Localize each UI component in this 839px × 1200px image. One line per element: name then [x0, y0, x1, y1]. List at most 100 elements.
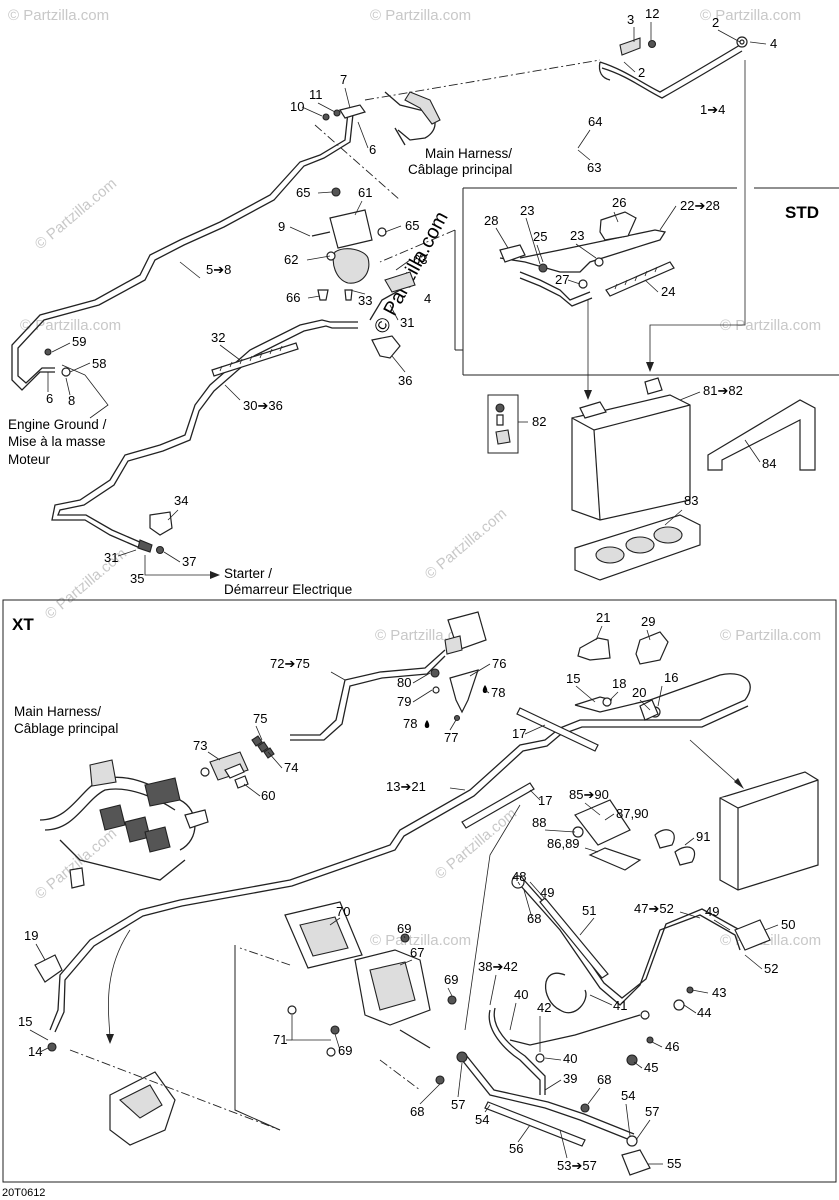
callout: 63 — [587, 160, 601, 175]
arrow-xt-battery — [689, 739, 741, 786]
callout: 11 — [309, 87, 323, 102]
xt-cable-72-75 — [290, 611, 487, 741]
watermark-tile: © Partzilla.com — [422, 505, 510, 583]
callout: 54 — [475, 1112, 489, 1127]
boot-21 — [577, 637, 611, 661]
watermark-tile: © Partzilla.com — [370, 7, 471, 24]
washer-46 — [646, 1036, 654, 1044]
callout: 49 — [540, 885, 554, 900]
callout: 39 — [563, 1071, 577, 1086]
callout: 28 — [484, 213, 498, 228]
watermark-tile: © Partzilla.com — [32, 175, 120, 253]
relay-frame-top — [379, 229, 456, 263]
relay-61 — [311, 187, 387, 301]
callout: 14 — [28, 1044, 42, 1059]
callout: 66 — [286, 290, 300, 305]
screw-69b — [447, 995, 457, 1005]
callout: 68 — [527, 911, 541, 926]
callout: 42 — [537, 1000, 551, 1015]
boot-26 — [599, 211, 637, 241]
note-starter-2: Démarreur Electrique — [224, 582, 352, 597]
callout: 30➔36 — [243, 398, 283, 413]
callout: 61 — [358, 185, 372, 200]
callout: 60 — [261, 788, 275, 803]
grommet-71a — [287, 1005, 297, 1015]
callout: 68 — [597, 1072, 611, 1087]
callout: 78 — [403, 716, 417, 731]
callout: 82 — [532, 414, 546, 429]
callout: 13➔21 — [386, 779, 426, 794]
callout: 32 — [211, 330, 225, 345]
callout: 4 — [424, 291, 431, 306]
bracket-76 — [449, 669, 479, 714]
callout: 76 — [492, 656, 506, 671]
boot-34 — [149, 511, 173, 536]
callout: 15 — [18, 1014, 32, 1029]
screw-69c — [330, 1025, 340, 1035]
callout: 78 — [491, 685, 505, 700]
callout: 54 — [621, 1088, 635, 1103]
callout: 71 — [273, 1032, 287, 1047]
watermark-tile: © Partzilla.com — [20, 317, 121, 334]
callout: 69 — [338, 1043, 352, 1058]
callout: 91 — [696, 829, 710, 844]
cable-1-4 — [598, 36, 748, 99]
note-starter-1: Starter / — [224, 566, 272, 581]
callout: 36 — [398, 373, 412, 388]
callout: 34 — [174, 493, 188, 508]
sleeve-56 — [484, 1101, 586, 1147]
callout: 27 — [555, 272, 569, 287]
note-main-harness-xt-1: Main Harness/ — [14, 704, 101, 719]
callout: 12 — [645, 6, 659, 21]
callout: 18 — [612, 676, 626, 691]
callout: 46 — [665, 1039, 679, 1054]
callout: 23 — [570, 228, 584, 243]
watermark-tile: © Partzilla.com — [720, 627, 821, 644]
hardware-85-91 — [572, 799, 696, 871]
sleeve-17b — [461, 782, 535, 829]
sleeve-51 — [539, 897, 609, 979]
callout: 67 — [410, 945, 424, 960]
callout: 6 — [369, 142, 376, 157]
watermark-tile: © Partzilla.com — [32, 825, 120, 903]
callout-layer: 3 12 2 4 2 1➔4 7 11 10 6 64 63 65 61 65 … — [18, 6, 795, 1173]
callout: 35 — [130, 571, 144, 586]
sleeve-24 — [605, 261, 675, 297]
cable-47-52 — [511, 875, 771, 1006]
callout: 16 — [664, 670, 678, 685]
callout: 6 — [46, 391, 53, 406]
arrow-engine-ground — [84, 374, 109, 419]
callout: 31 — [400, 315, 414, 330]
leader-lines — [29, 22, 779, 1165]
callout: 43 — [712, 985, 726, 1000]
callout: 23 — [520, 203, 534, 218]
callout: 4 — [770, 36, 777, 51]
battery-81-82 — [571, 377, 691, 521]
watermark-tile: © Partzilla.com — [8, 7, 109, 24]
nut-68b — [580, 1103, 590, 1113]
callout: 17 — [512, 726, 526, 741]
callout: 52 — [764, 961, 778, 976]
callout: 47➔52 — [634, 901, 674, 916]
callout: 22➔28 — [680, 198, 720, 213]
note-main-harness-top-1: Main Harness/ — [425, 146, 512, 161]
callout: 57 — [645, 1104, 659, 1119]
figure-code: 20T0612 — [2, 1187, 45, 1199]
callout: 40 — [514, 987, 528, 1002]
callout: 45 — [644, 1060, 658, 1075]
watermark-layer: © Partzilla.com © Partzilla.com © Partzi… — [8, 7, 821, 949]
callout: 81➔82 — [703, 383, 743, 398]
callout: 79 — [397, 694, 411, 709]
callout: 29 — [641, 614, 655, 629]
callout: 17 — [538, 793, 552, 808]
strap-84 — [707, 399, 816, 471]
callout: 10 — [290, 99, 304, 114]
callout: 3 — [627, 12, 634, 27]
callout: 88 — [532, 815, 546, 830]
callout: 40 — [563, 1051, 577, 1066]
callout: 87,90 — [616, 806, 649, 821]
watermark-tile: © Partzilla.com — [700, 7, 801, 24]
drop-78-icon — [424, 720, 430, 728]
cable-22-28 — [499, 229, 667, 307]
callout: 70 — [336, 904, 350, 919]
